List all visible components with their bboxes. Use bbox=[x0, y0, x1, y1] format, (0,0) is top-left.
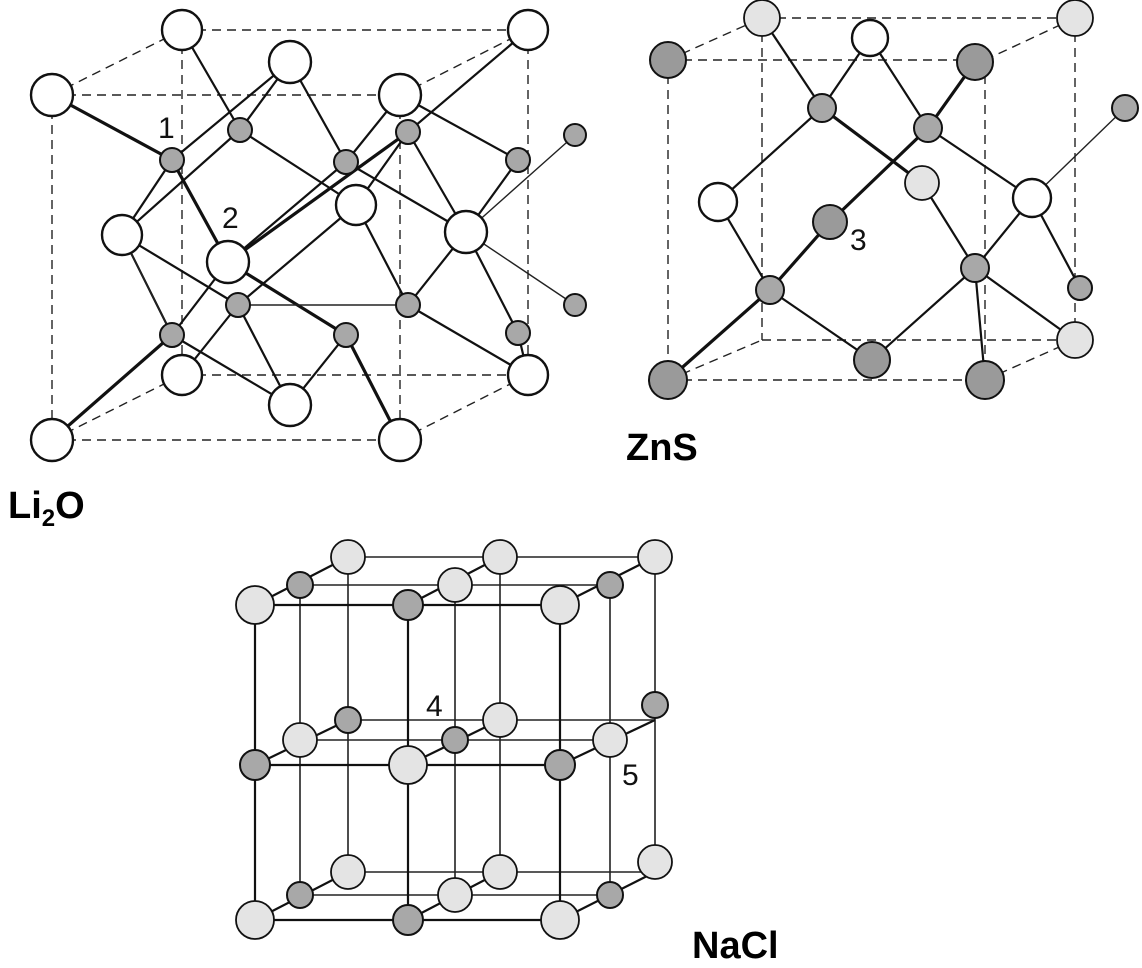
li2o-label-1: 1 bbox=[158, 112, 175, 145]
zns-bonds bbox=[666, 17, 1126, 382]
zns-formula: ZnS bbox=[626, 427, 698, 469]
nacl-atoms bbox=[235, 539, 673, 940]
nacl-label-5: 5 bbox=[622, 759, 639, 792]
nacl-label-4: 4 bbox=[426, 690, 443, 723]
nacl-structure: 4 5 NaCl bbox=[235, 539, 779, 967]
zns-unit-cell bbox=[667, 17, 1076, 381]
li2o-unit-cell bbox=[51, 29, 529, 441]
li2o-label-2: 2 bbox=[222, 202, 239, 235]
zns-label-3: 3 bbox=[850, 224, 867, 257]
zns-structure: 3 ZnS bbox=[626, 0, 1139, 469]
li2o-atoms bbox=[29, 8, 587, 463]
zns-atoms bbox=[648, 0, 1139, 400]
li2o-structure: 1 2 Li2O bbox=[8, 8, 587, 532]
li2o-formula: Li2O bbox=[8, 485, 85, 532]
nacl-formula: NaCl bbox=[692, 925, 779, 967]
